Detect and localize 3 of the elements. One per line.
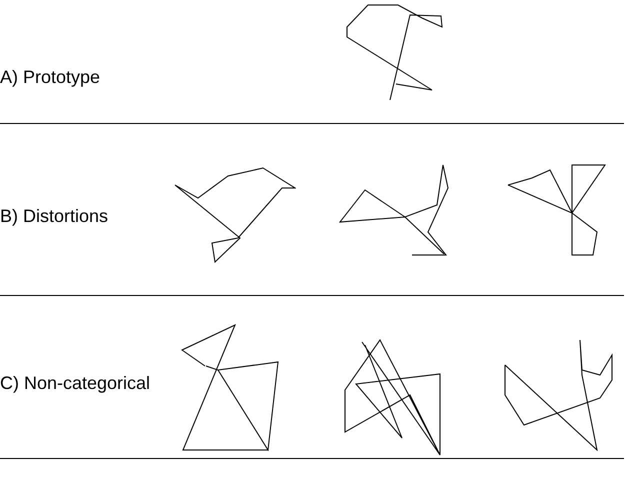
row-label: B) Distortions [0, 205, 108, 228]
row-label: A) Prototype [0, 66, 100, 89]
row-label: C) Non-categorical [0, 372, 150, 395]
